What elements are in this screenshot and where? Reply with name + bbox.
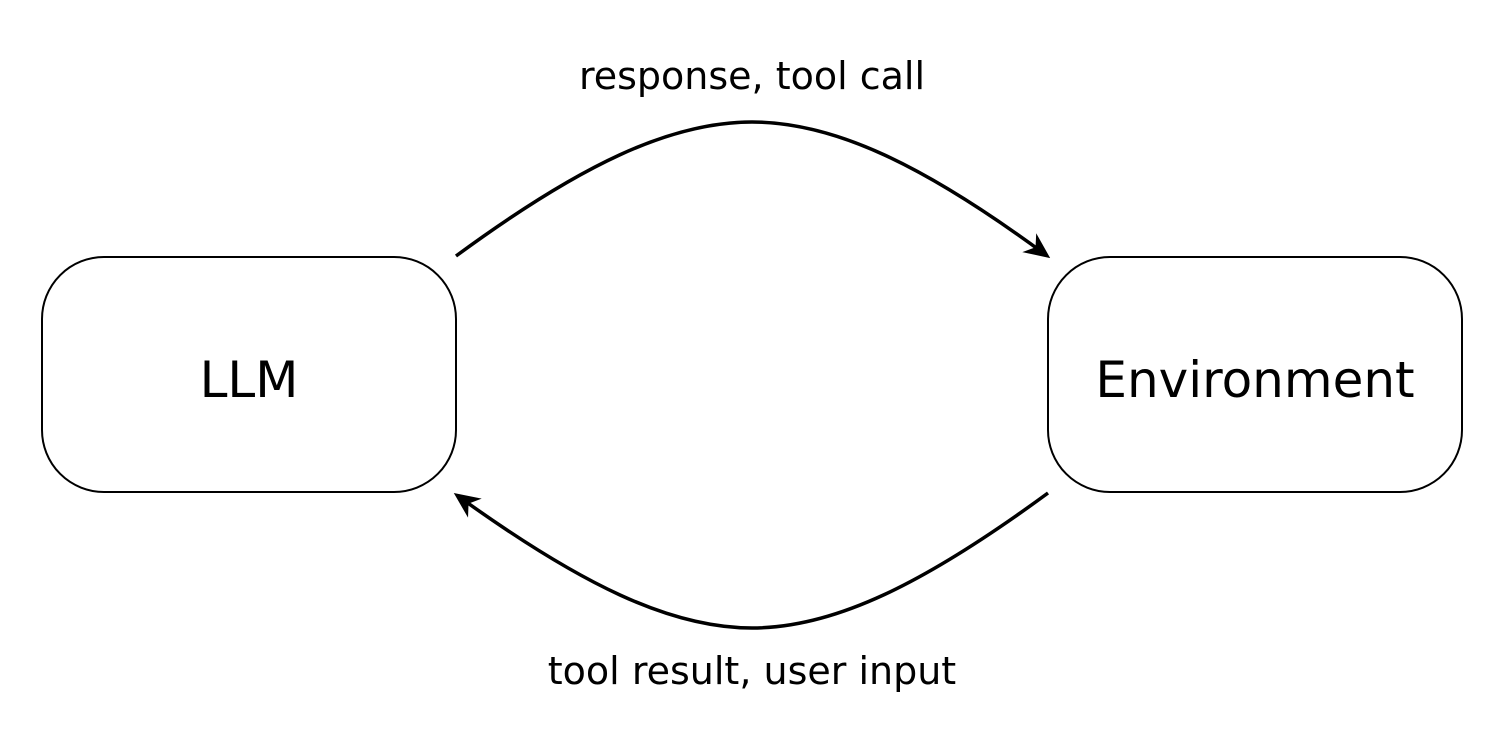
llm-node: LLM [41,256,457,493]
edge-llm-to-environment-label: response, tool call [579,54,925,98]
edge-llm-to-environment-arrow [454,120,1051,259]
environment-node: Environment [1047,256,1463,493]
environment-node-box [1047,256,1463,493]
edge-environment-to-llm: tool result, user input [453,491,1050,693]
llm-node-label: LLM [200,351,299,409]
environment-node-label: Environment [1095,351,1414,409]
edge-llm-to-environment: response, tool call [454,54,1051,259]
edge-environment-to-llm-arrow [453,491,1050,630]
edge-environment-to-llm-label: tool result, user input [548,649,956,693]
llm-node-box [41,256,457,493]
